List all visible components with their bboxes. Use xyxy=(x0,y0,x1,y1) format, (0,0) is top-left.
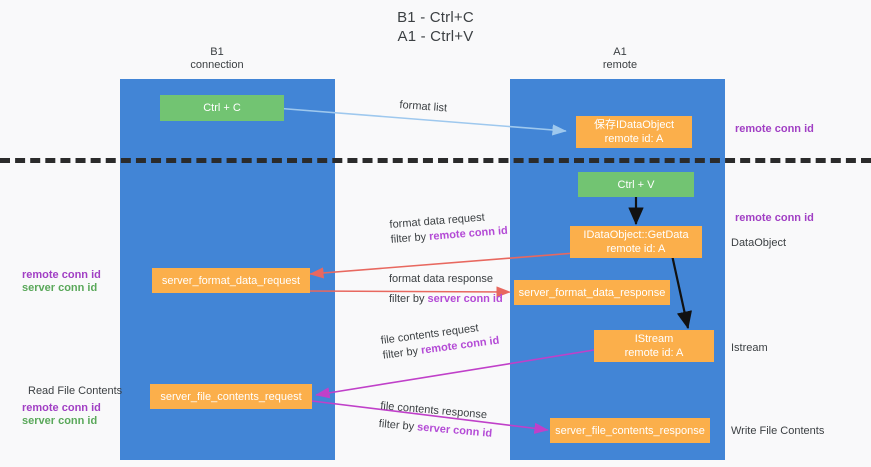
edge-label-file-contents-request: file contents request filter by remote c… xyxy=(380,319,500,364)
label-remote-conn-id-mid: remote conn id xyxy=(735,212,814,224)
page-title: B1 - Ctrl+C A1 - Ctrl+V xyxy=(0,8,871,46)
edge-label-format-data-response-line1: format data response xyxy=(389,273,493,285)
box-server-file-contents-request[interactable]: server_file_contents_request xyxy=(150,384,312,409)
box-ctrl-c-label: Ctrl + C xyxy=(203,102,241,114)
edge-label-format-list-line1: format list xyxy=(399,98,448,115)
box-ctrl-c[interactable]: Ctrl + C xyxy=(160,95,284,121)
edge-label-format-data-response-highlight: server conn id xyxy=(427,293,503,305)
label-write-file-contents: Write File Contents xyxy=(731,425,825,437)
column-header-b1: B1 connection xyxy=(152,46,282,72)
box-server-file-contents-request-label: server_file_contents_request xyxy=(160,390,302,403)
edge-label-file-contents-response-prefix: filter by xyxy=(378,417,418,434)
box-idataobject[interactable]: 保存IDataObject remote id: A xyxy=(576,116,692,148)
box-server-format-data-response[interactable]: server_format_data_response xyxy=(514,280,670,305)
edge-label-file-contents-response: file contents response filter by server … xyxy=(378,399,494,442)
edge-label-format-data-request: format data request filter by remote con… xyxy=(389,209,508,248)
box-server-format-data-response-label: server_format_data_response xyxy=(518,286,666,299)
box-server-file-contents-response[interactable]: server_file_contents_response xyxy=(550,418,710,443)
edge-label-format-data-response-prefix: filter by xyxy=(389,293,428,305)
title-line-1: B1 - Ctrl+C xyxy=(397,9,474,26)
edge-label-format-list: format list xyxy=(399,98,448,116)
box-idataobject-getdata[interactable]: IDataObject::GetData remote id: A xyxy=(570,226,702,258)
edge-label-format-data-response-line2: filter by server conn id xyxy=(389,292,503,307)
column-header-a1: A1 remote xyxy=(555,46,685,72)
box-idataobject-line2: remote id: A xyxy=(604,133,664,145)
label-read-file-contents: Read File Contents xyxy=(28,385,123,397)
label-left-remote-conn-id: remote conn id xyxy=(22,269,101,281)
box-istream-line2: remote id: A xyxy=(624,347,684,359)
box-istream-line1: IStream xyxy=(634,333,674,345)
title-line-2: A1 - Ctrl+V xyxy=(397,28,474,45)
box-server-file-contents-response-label: server_file_contents_response xyxy=(555,424,705,437)
edge-label-format-data-request-prefix: filter by xyxy=(390,230,430,246)
column-header-a1-name: A1 xyxy=(613,46,627,58)
box-istream[interactable]: IStream remote id: A xyxy=(594,330,714,362)
box-ctrl-v-label: Ctrl + V xyxy=(617,178,655,191)
edge-label-file-contents-request-prefix: filter by xyxy=(382,344,422,362)
label-left-remote-conn-id-2: remote conn id xyxy=(22,402,101,414)
column-header-a1-sub: remote xyxy=(602,59,638,71)
label-dataobject: DataObject xyxy=(731,237,787,249)
label-left-server-conn-id: server conn id xyxy=(22,282,98,294)
label-istream: Istream xyxy=(731,342,768,354)
divider-dashed-line xyxy=(0,158,871,163)
edge-label-file-contents-response-highlight: server conn id xyxy=(416,421,493,440)
label-left-server-conn-id-2: server conn id xyxy=(22,415,98,427)
box-idataobject-line1: 保存IDataObject xyxy=(593,119,675,131)
box-server-format-data-request[interactable]: server_format_data_request xyxy=(152,268,310,293)
label-remote-conn-id-top: remote conn id xyxy=(735,123,814,135)
column-header-b1-name: B1 xyxy=(210,46,224,58)
column-header-b1-sub: connection xyxy=(190,59,244,71)
box-ctrl-v[interactable]: Ctrl + V xyxy=(578,172,694,197)
box-getdata-line2: remote id: A xyxy=(606,243,666,255)
edge-label-format-data-response: format data response filter by server co… xyxy=(389,272,503,307)
box-getdata-line1: IDataObject::GetData xyxy=(583,229,689,241)
box-server-format-data-request-label: server_format_data_request xyxy=(161,274,301,287)
